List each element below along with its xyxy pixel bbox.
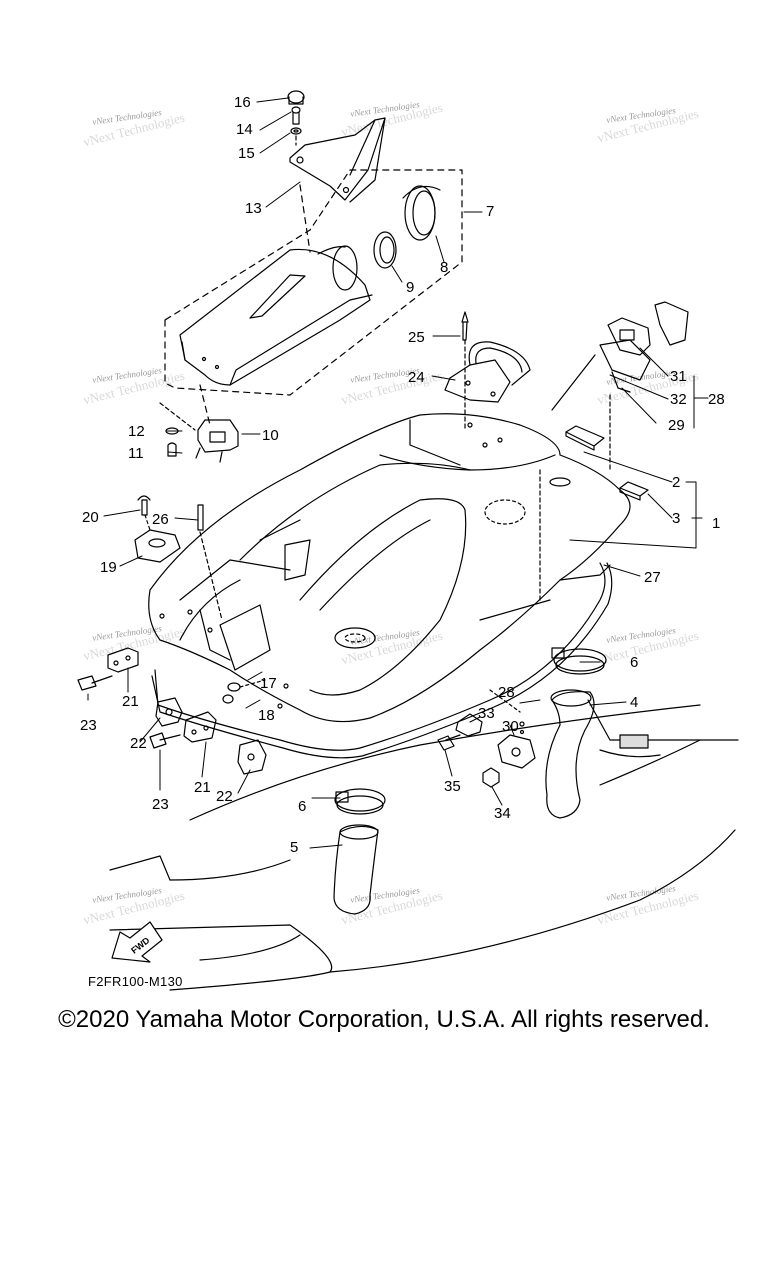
callout-29: 29: [668, 417, 685, 434]
callout-28: 28: [708, 391, 725, 408]
grab-handle: [444, 311, 531, 431]
group-7-outline: [164, 169, 463, 426]
leader-lines: [87, 97, 709, 849]
callout-6b: 6: [298, 798, 306, 815]
callout-5: 5: [290, 839, 298, 856]
callout-14: 14: [236, 121, 253, 138]
bracket-set-upper: [77, 647, 183, 727]
small-fittings: [437, 689, 536, 788]
hull-deck: [109, 699, 739, 991]
hood-cover: [148, 413, 631, 723]
callout-23: 23: [80, 717, 97, 734]
callout-11: 11: [128, 445, 144, 462]
callout-2: 2: [672, 474, 680, 491]
callout-32: 32: [670, 391, 687, 408]
callout-7: 7: [486, 203, 494, 220]
callout-28b: 28: [498, 684, 515, 701]
seal-pads: [549, 425, 649, 501]
exploded-parts-diagram: FWD: [77, 90, 739, 991]
callout-34: 34: [494, 805, 511, 822]
callout-35: 35: [444, 778, 461, 795]
callout-19: 19: [100, 559, 117, 576]
drawing-code: F2FR100-M130: [88, 974, 183, 989]
callout-13: 13: [245, 200, 262, 217]
hinge-10: [159, 402, 239, 463]
callout-numbers: 1 2 3 4 5 6 6 7 8 9 10 11 12 13 14 15 16…: [80, 94, 725, 856]
gasket-trim: [151, 562, 613, 759]
callout-10: 10: [262, 427, 279, 444]
callout-15: 15: [238, 145, 255, 162]
callout-30: 30: [502, 718, 519, 735]
bracket-set-lower: [149, 711, 267, 775]
callout-23b: 23: [152, 796, 169, 813]
callout-3: 3: [672, 510, 680, 527]
callout-20: 20: [82, 509, 99, 526]
fwd-arrow-icon: FWD: [111, 921, 163, 963]
callout-21b: 21: [194, 779, 211, 796]
callout-22b: 22: [216, 788, 233, 805]
callout-8: 8: [440, 259, 448, 276]
callout-6: 6: [630, 654, 638, 671]
callout-26: 26: [152, 511, 169, 528]
callout-4: 4: [630, 694, 638, 711]
bolt-26: [197, 504, 223, 621]
latch-bracket: [287, 90, 386, 203]
callout-33: 33: [478, 705, 495, 722]
rear-bracket: [539, 301, 689, 601]
callout-17: 17: [260, 675, 277, 692]
callout-1: 1: [712, 515, 720, 532]
callout-31: 31: [670, 368, 687, 385]
hose-4: [545, 647, 607, 819]
seal-rings: [373, 185, 441, 269]
copyright-notice: ©2020 Yamaha Motor Corporation, U.S.A. A…: [58, 1006, 710, 1033]
storage-lid: [179, 245, 373, 386]
bolt-17-18: [222, 679, 266, 704]
hose-5: [333, 788, 386, 915]
callout-9: 9: [406, 279, 414, 296]
callout-24: 24: [408, 369, 425, 386]
callout-21: 21: [122, 693, 139, 710]
callout-25: 25: [408, 329, 425, 346]
callout-18: 18: [258, 707, 275, 724]
callout-12: 12: [128, 423, 145, 440]
callout-22: 22: [130, 735, 147, 752]
callout-27: 27: [644, 569, 661, 586]
callout-16: 16: [234, 94, 251, 111]
cap-19: [134, 495, 181, 563]
